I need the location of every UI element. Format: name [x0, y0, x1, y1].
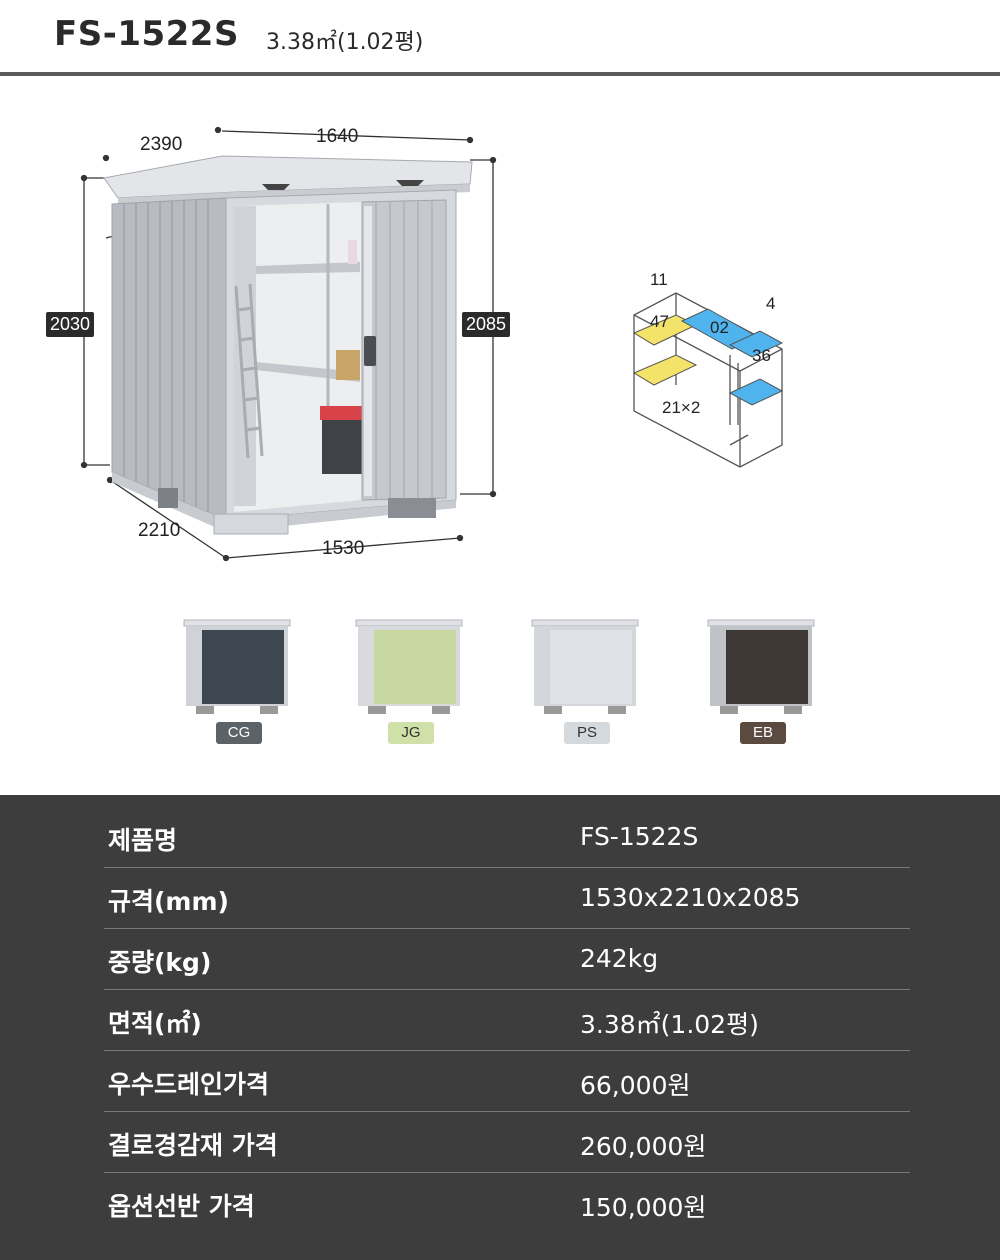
spec-row-weight: 중량(kg) 242kg [104, 929, 910, 990]
spec-row-name: 제품명 FS-1522S [104, 807, 910, 868]
color-tag-cg: CG [216, 722, 262, 744]
shelf-label-4: 4 [766, 294, 776, 313]
color-tag-ps: PS [564, 722, 610, 744]
spec-value: 260,000원 [580, 1132, 707, 1161]
shelf-label-1: 11 [650, 270, 668, 289]
dimension-depth-top: 2390 [140, 134, 183, 155]
shed-thumbnail-cg [183, 619, 291, 714]
spec-label: 우수드레인가격 [108, 1070, 270, 1099]
shelf-label-6: 21×2 [662, 398, 701, 417]
spec-value: 1530x2210x2085 [580, 883, 801, 912]
model-title: FS-1522S [54, 14, 239, 54]
spec-value: 66,000원 [580, 1071, 691, 1100]
spec-table: 제품명 FS-1522S 규격(mm) 1530x2210x2085 중량(kg… [0, 795, 1000, 1260]
spec-label: 중량(kg) [108, 948, 212, 977]
dimension-height-front: 2030 [46, 312, 95, 337]
shelf-label-5: 36 [752, 346, 771, 365]
spec-value: FS-1522S [580, 822, 699, 851]
dimension-depth-bottom: 2210 [138, 520, 181, 541]
spec-value: 242kg [580, 944, 659, 973]
header-divider [0, 72, 1000, 76]
spec-row-area: 면적(㎡) 3.38㎡(1.02평) [104, 990, 910, 1051]
shed-illustration [80, 126, 497, 562]
spec-value: 150,000원 [580, 1193, 707, 1222]
spec-value: 3.38㎡(1.02평) [580, 1010, 759, 1039]
shelf-diagram [632, 292, 784, 468]
shed-thumbnail-eb [707, 619, 815, 714]
door-ps [550, 630, 632, 704]
spec-row-condensation-price: 결로경감재 가격 260,000원 [104, 1112, 910, 1173]
dimension-height-back: 2085 [462, 312, 511, 337]
dimension-width-bottom: 1530 [322, 538, 365, 559]
color-options: CG JG PS EB [0, 610, 1000, 760]
shelf-label-2: 47 [650, 312, 669, 331]
dimension-width-top: 1640 [316, 126, 359, 147]
spec-label: 면적(㎡) [108, 1009, 202, 1038]
product-figure: 2390 1640 2030 2085 2210 1530 11 47 02 4… [0, 80, 1000, 600]
spec-label: 규격(mm) [108, 887, 229, 916]
model-area: 3.38㎡(1.02평) [266, 30, 424, 55]
spec-row-size: 규격(mm) 1530x2210x2085 [104, 868, 910, 929]
door-jg [374, 630, 456, 704]
shed-thumbnail-ps [531, 619, 639, 714]
color-tag-eb: EB [740, 722, 786, 744]
page-header: FS-1522S 3.38㎡(1.02평) [0, 0, 1000, 78]
door-eb [726, 630, 808, 704]
color-option-jg[interactable]: JG [352, 610, 468, 750]
spec-row-drain-price: 우수드레인가격 66,000원 [104, 1051, 910, 1112]
color-option-eb[interactable]: EB [704, 610, 820, 750]
color-option-cg[interactable]: CG [180, 610, 296, 750]
color-tag-jg: JG [388, 722, 434, 744]
spec-label: 옵션선반 가격 [108, 1192, 255, 1221]
color-option-ps[interactable]: PS [528, 610, 644, 750]
shed-thumbnail-jg [355, 619, 463, 714]
shelf-label-3: 02 [710, 318, 729, 337]
spec-label: 결로경감재 가격 [108, 1131, 278, 1160]
door-cg [202, 630, 284, 704]
spec-row-shelf-price: 옵션선반 가격 150,000원 [104, 1173, 910, 1234]
spec-label: 제품명 [108, 826, 178, 855]
